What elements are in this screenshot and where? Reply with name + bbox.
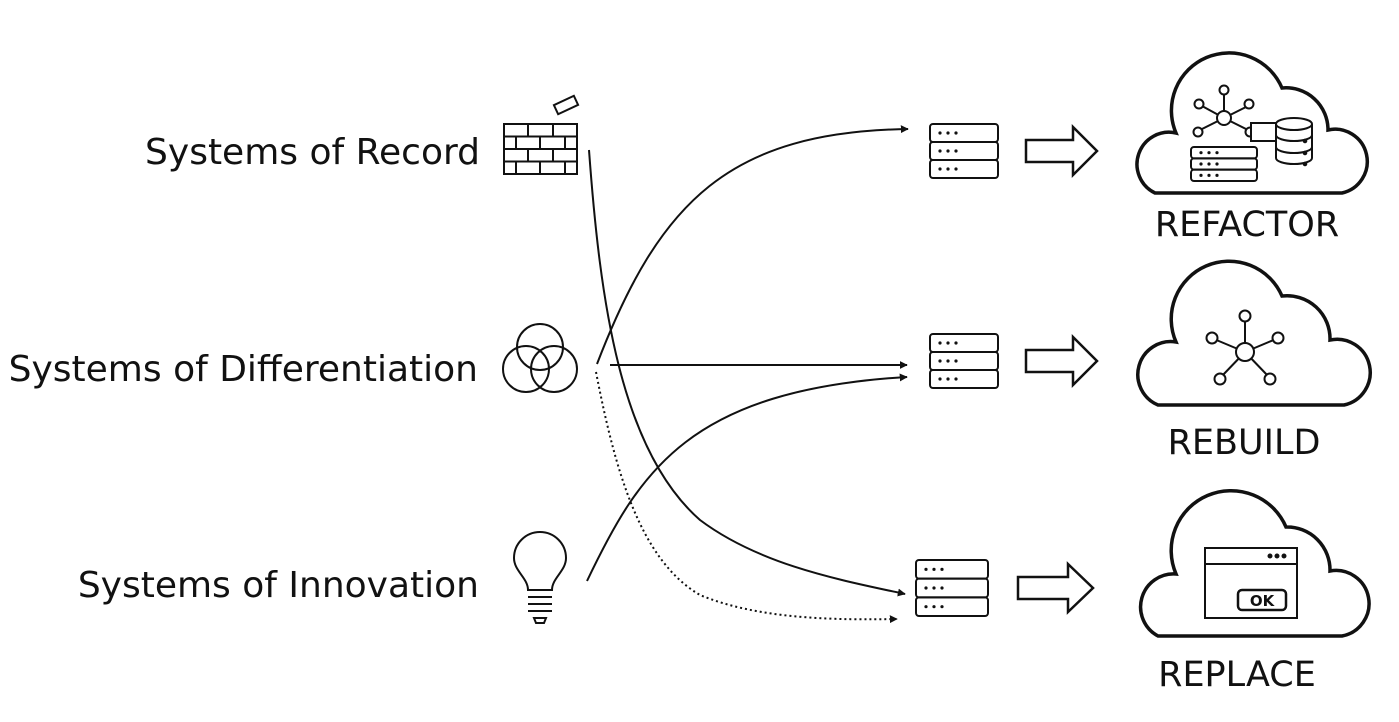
connector-record-to-replace [588,149,906,597]
ok-button [1236,588,1288,612]
cloud-replace-shape [1138,488,1371,638]
server-stack-icon [929,123,999,179]
hollow-arrow-icon [1024,123,1099,179]
cloud-refactor-shape [1135,51,1369,195]
clouds [1135,51,1372,638]
cloud-network-database-icon [1192,84,1313,167]
hollow-arrow-icon [1024,333,1099,389]
connector-lines [586,125,909,624]
hollow-arrows [1016,123,1099,615]
connector-differentiation-to-refactor [596,125,909,365]
server-stack-icon [929,333,999,389]
ok-button-label: OK [1250,592,1276,610]
server-stacks [915,123,1258,617]
hollow-arrow-icon [1016,561,1095,615]
cloud-network-icon [1205,309,1285,386]
label-refactor: REFACTOR [1155,205,1339,245]
label-replace: REPLACE [1158,655,1316,695]
lightbulb-icon [512,531,568,624]
cloud-server-icon [1190,146,1258,183]
brick-wall-icon [503,94,580,175]
cloud-rebuild-shape [1136,259,1372,407]
label-systems-of-innovation: Systems of Innovation [78,565,479,606]
label-systems-of-record: Systems of Record [145,132,480,173]
label-systems-of-differentiation: Systems of Differentiation [9,349,478,390]
server-stack-icon [915,559,989,617]
connector-differentiation-to-replace-dotted [595,371,898,624]
label-rebuild: REBUILD [1168,423,1321,463]
connector-innovation-to-rebuild [586,373,908,582]
venn-circles-icon [502,323,578,393]
